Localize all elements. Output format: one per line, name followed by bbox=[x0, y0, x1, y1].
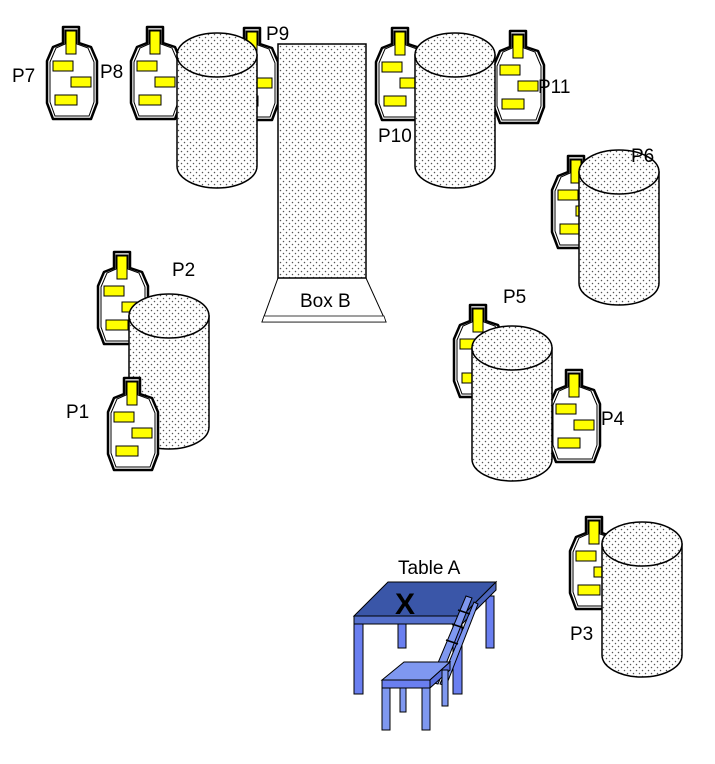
label-p8: P8 bbox=[100, 62, 123, 83]
barrel-icon bbox=[471, 325, 553, 482]
barrel-icon bbox=[601, 521, 683, 678]
label-p7: P7 bbox=[12, 66, 35, 87]
barrel-icon bbox=[578, 149, 660, 306]
box-icon bbox=[261, 43, 387, 323]
barrel-icon bbox=[414, 32, 496, 189]
table-icon bbox=[352, 580, 498, 695]
label-p1: P1 bbox=[66, 402, 89, 423]
target-p8-icon bbox=[129, 25, 183, 121]
label-box-b: Box B bbox=[300, 291, 351, 312]
label-p6: P6 bbox=[631, 146, 654, 167]
label-p5: P5 bbox=[503, 287, 526, 308]
label-table-a: Table A bbox=[398, 558, 461, 579]
label-p2: P2 bbox=[172, 260, 195, 281]
label-p4: P4 bbox=[601, 409, 625, 430]
target-p11-icon bbox=[492, 29, 546, 125]
chair-icon bbox=[380, 595, 479, 731]
target-p4-icon bbox=[548, 368, 602, 464]
barrel-icon bbox=[176, 32, 258, 189]
label-p9: P9 bbox=[266, 24, 289, 45]
table-x-mark: X bbox=[395, 588, 415, 621]
label-p3: P3 bbox=[570, 624, 593, 645]
label-p10: P10 bbox=[378, 126, 412, 147]
target-p7-icon bbox=[45, 25, 99, 121]
label-p11: P11 bbox=[538, 77, 570, 98]
